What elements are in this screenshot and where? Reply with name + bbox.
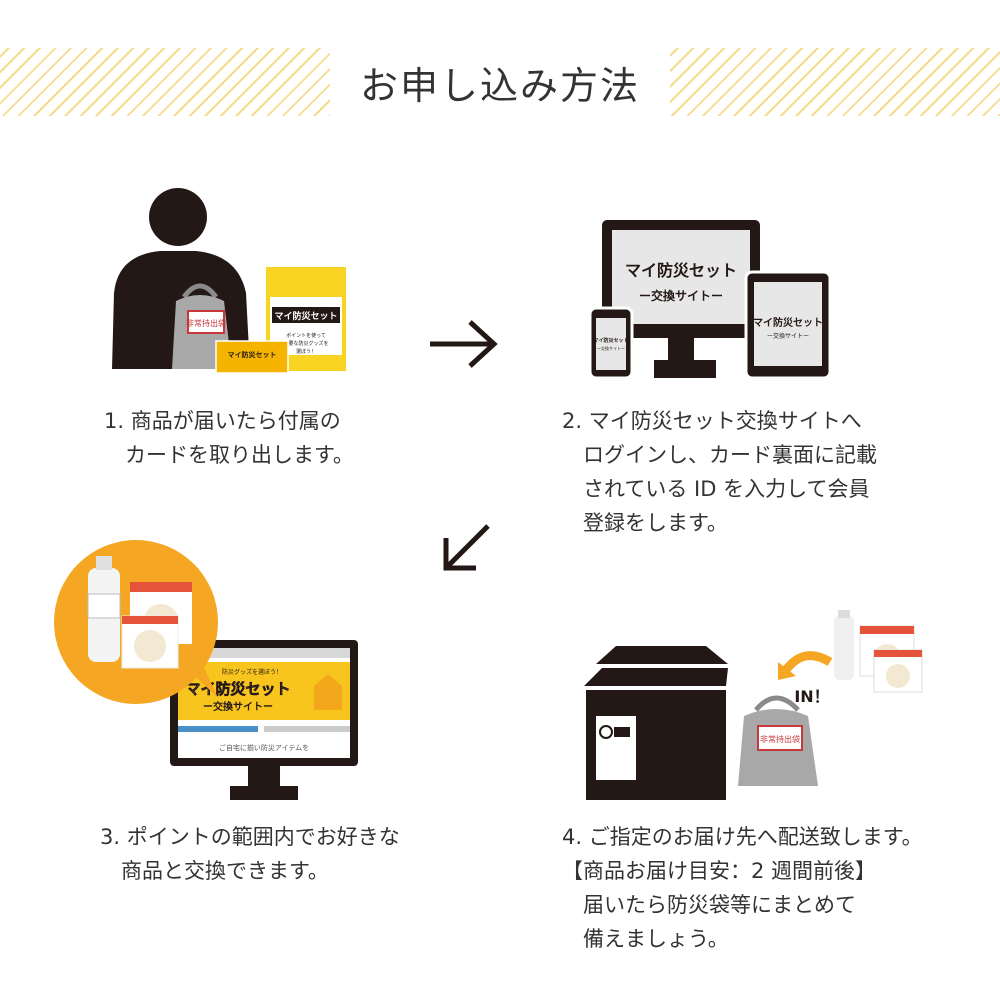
exchange-site-monitor-icon: 防災グッズを選ぼう！ マイ防災セット ー交換サイトー ご自宅に揃い防災アイテムを (170, 640, 358, 800)
step4-products-icon (834, 610, 923, 693)
step3-line2: 商品と交換できます。 (100, 859, 329, 883)
card-icon: マイ防災セット (215, 340, 289, 374)
step3-banner-title: マイ防災セット (185, 680, 290, 698)
step4-line3: 届いたら防災袋等にまとめて (562, 893, 856, 917)
selected-products-bubble (54, 540, 218, 704)
step4-bag-icon: 非常持出袋 (738, 695, 818, 786)
step1-box-line2: ポイントを使って (286, 332, 326, 339)
step4-line2: 【商品お届け目安：2 週間前後】 (562, 859, 877, 883)
step1-box-line3: 必要な防災グッズを (283, 340, 328, 347)
monitor-icon: マイ防災セット ー交換サイトー (602, 220, 760, 378)
step1-card-title: マイ防災セット (228, 350, 277, 359)
step2-phone-subtitle: ー交換サイトー (597, 345, 625, 351)
arrow-down-left-icon (443, 524, 490, 571)
step4-bag-label: 非常持出袋 (760, 734, 800, 744)
step3-banner-small: 防災グッズを選ぼう！ (222, 668, 282, 676)
step1-box-title: マイ防災セット (274, 310, 337, 322)
step2-monitor-subtitle: ー交換サイトー (639, 288, 723, 303)
step3-banner-subtitle: ー交換サイトー (203, 700, 273, 713)
step1-text: 1. 商品が届いたら付属の カードを取り出します。 (104, 404, 354, 472)
step2-line4: 登録をします。 (562, 511, 728, 535)
step2-text: 2. マイ防災セット交換サイトへ ログインし、カード裏面に記載 されている ID… (562, 404, 877, 540)
title-box: お申し込み方法 (330, 48, 670, 116)
step3-text: 3. ポイントの範囲内でお好きな 商品と交換できます。 (100, 820, 400, 888)
step1-bag-label: 非常持出袋 (186, 318, 226, 328)
tablet-icon: マイ防災セット ー交換サイトー (744, 270, 832, 380)
step2-tablet-title: マイ防災セット (753, 316, 823, 329)
step1-box-line4: 選ぼう！ (296, 348, 316, 355)
step2-phone-title: マイ防災セット (593, 337, 628, 344)
step2-monitor-title: マイ防災セット (625, 261, 737, 280)
phone-icon: マイ防災セット ー交換サイトー (588, 306, 634, 380)
step2-line1: 2. マイ防災セット交換サイトへ (562, 409, 862, 433)
step2-line2: ログインし、カード裏面に記載 (562, 443, 877, 467)
step4-text: 4. ご指定のお届け先へ配送致します。 【商品お届け目安：2 週間前後】 届いた… (562, 820, 923, 956)
step1-line2: カードを取り出します。 (104, 443, 354, 467)
step4-line4: 備えましょう。 (562, 927, 729, 951)
rice-pack-icon (121, 582, 192, 669)
into-bag-arrow-icon (778, 651, 833, 680)
water-bottle-icon (87, 556, 121, 662)
arrow-right-icon (430, 320, 498, 368)
step3-illustration: 防災グッズを選ぼう！ マイ防災セット ー交換サイトー ご自宅に揃い防災アイテムを (54, 540, 358, 800)
step2-illustration: マイ防災セット ー交換サイトー マイ防災セット ー交換サイトー マイ防災セット … (588, 220, 832, 380)
step3-footer-text: ご自宅に揃い防災アイテムを (219, 743, 309, 752)
step4-in-label: IN！ (794, 687, 829, 706)
step4-line1: 4. ご指定のお届け先へ配送致します。 (562, 825, 923, 849)
page-title: お申し込み方法 (359, 63, 640, 108)
step3-line1: 3. ポイントの範囲内でお好きな (100, 825, 400, 849)
step1-illustration: 非常持出袋 マイ防災セット ポイントを使って 必要な防災グッズを 選ぼう！ マイ… (112, 188, 346, 374)
step1-line1: 1. 商品が届いたら付属の (104, 409, 341, 433)
step2-line3: されている ID を入力して会員 (562, 477, 870, 501)
delivery-box-icon (584, 646, 728, 800)
step4-illustration: IN！ 非常持出袋 (584, 610, 923, 800)
step2-tablet-subtitle: ー交換サイトー (767, 332, 809, 340)
